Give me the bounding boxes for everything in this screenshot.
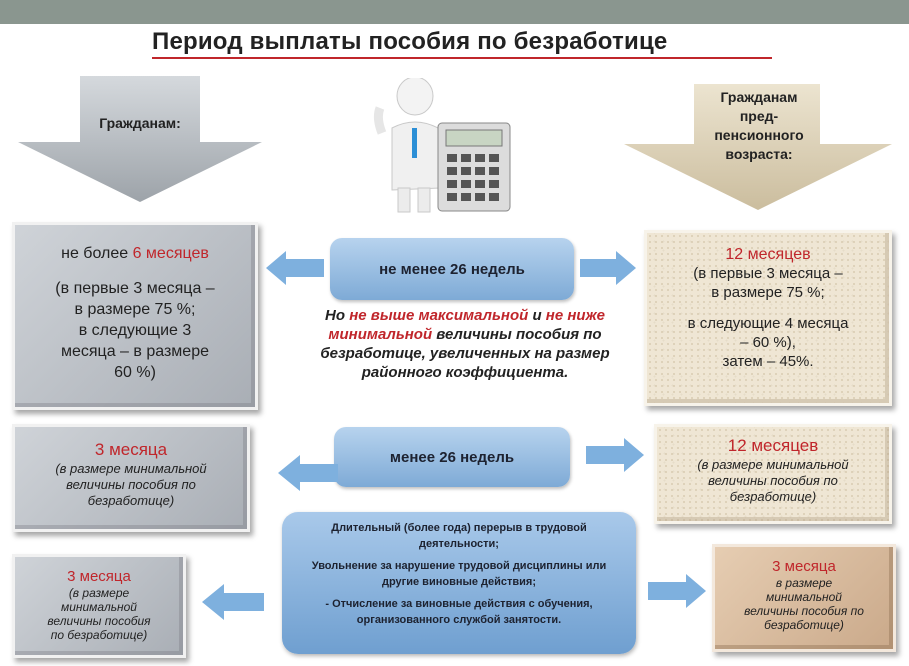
right-header-line: пенсионного [714,127,804,143]
row2-right-detail: (в размере минимальной [697,457,849,472]
row3-left-detail: (в размере [68,586,130,600]
row3-right-detail: величины пособия по [744,604,864,618]
left-arrow-icon [278,455,338,491]
note-highlight-min: не ниже минимальной [328,307,605,343]
row1-right-detail: в размере 75 %; [711,284,825,301]
row3-right-detail: безработице) [764,618,844,632]
row3-left-detail: по безработице) [50,628,148,642]
row1-right-detail: затем – 45%. [722,353,814,370]
row3-left-box: 3 месяца (в размере минимальной величины… [12,554,186,658]
right-arrow-icon [580,251,636,285]
row1-left-headline: не более 6 месяцев [15,243,255,264]
row1-right-highlight: 12 месяцев [725,246,811,263]
row1-left-prefix: не более [61,245,133,262]
row1-left-detail: 60 %) [114,364,156,381]
row3-right-detail: в размере [775,576,833,590]
left-arrow-icon [266,251,324,285]
right-header-line: возраста: [725,146,793,162]
top-bar [0,0,909,24]
left-arrow-icon [202,584,264,620]
row1-right-detail [647,302,889,314]
row3-left-detail: величины пособия [47,614,151,628]
row1-right-detail: в следующие 4 месяца [687,315,849,332]
note-highlight-max: не выше максимальной [349,307,529,324]
right-arrow-icon [648,574,706,608]
row3-left-highlight: 3 месяца [67,568,131,585]
row1-left-detail: (в первые 3 месяца – [55,280,215,297]
right-arrow-icon [586,438,644,472]
row1-right-box: 12 месяцев (в первые 3 месяца – в размер… [644,230,892,406]
row1-right-detail: (в первые 3 месяца – [693,265,843,282]
reason-item: - Отчисление за виновные действия с обуч… [296,596,622,628]
row2-right-detail: величины пособия по [708,473,838,488]
right-header-line: пред- [739,108,779,124]
row1-left-detail: месяца – в размере [60,343,209,360]
row1-left-detail: в размере 75 %; [74,301,196,318]
row3-right-highlight: 3 месяца [772,558,836,575]
row1-left-box: не более 6 месяцев (в первые 3 месяца – … [12,222,258,410]
row2-left-highlight: 3 месяца [94,440,168,459]
right-header-line: Гражданам [720,89,798,105]
right-down-arrow [624,84,892,210]
bullet-icon: - [325,598,333,610]
row2-right-highlight: 12 месяцев [727,436,819,455]
reason-item: Длительный (более года) перерыв в трудов… [331,522,587,550]
reason-item-text: Отчисление за виновные действия с обучен… [332,598,593,626]
left-down-arrow [18,76,262,202]
left-header: Гражданам: [99,115,181,131]
row2-left-detail: (в размере минимальной [55,461,207,476]
row2-right-box: 12 месяцев (в размере минимальной величи… [654,424,892,524]
row2-left-detail: величины пособия по [66,477,196,492]
reason-item: Увольнение за нарушение трудовой дисципл… [311,560,607,588]
man-with-calculator-illustration [373,78,511,213]
note-text: Но [325,307,350,324]
row2-center-label: менее 26 недель [334,427,570,487]
note-text: и [528,307,546,324]
row3-right-box: 3 месяца в размере минимальной величины … [712,544,896,652]
row3-center-box: Длительный (более года) перерыв в трудов… [282,512,636,654]
row1-right-detail: – 60 %), [740,334,796,351]
row3-right-detail: минимальной [766,590,842,604]
right-header: Гражданам пред- пенсионного возраста: [690,88,828,164]
row1-left-highlight: 6 месяцев [132,245,209,262]
row2-left-detail: безработице) [87,493,175,508]
page-title: Период выплаты пособия по безработице [152,28,772,59]
row2-right-detail: безработице) [729,489,817,504]
note-text: величины пособия по безработице, увеличе… [320,326,610,381]
row1-center-label: не менее 26 недель [330,238,574,300]
row3-left-detail: минимальной [61,600,137,614]
row2-left-box: 3 месяца (в размере минимальной величины… [12,424,250,532]
row1-left-detail: в следующие 3 [78,322,192,339]
max-min-note: Но не выше максимальной и не ниже минима… [300,306,630,382]
